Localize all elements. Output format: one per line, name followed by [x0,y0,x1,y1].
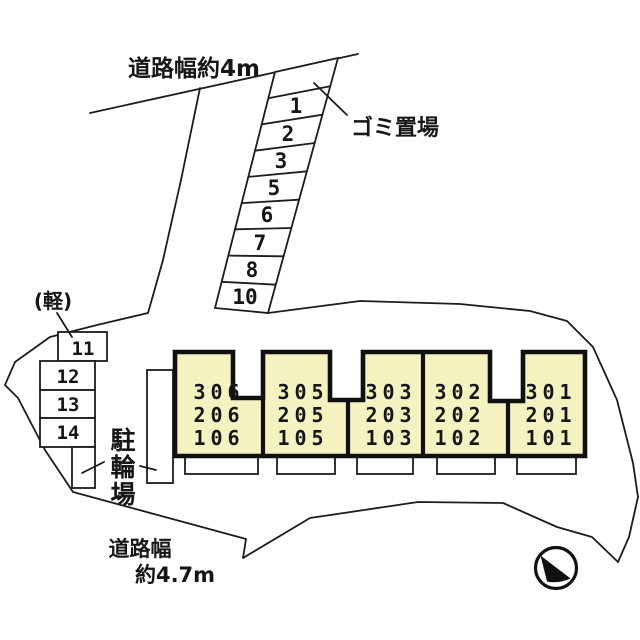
strip-space-number-1: 1 [290,94,303,118]
svg-text:205: 205 [277,403,328,427]
building-unit-walls [260,352,511,456]
bicycle-label-char-2: 輪 [110,453,136,482]
svg-text:103: 103 [365,426,416,450]
space-number-14: 14 [57,422,80,444]
svg-text:101: 101 [525,426,576,450]
svg-text:306: 306 [193,380,244,404]
parking-space-11 [57,331,108,362]
svg-text:305: 305 [277,380,328,404]
strip-space-number-10: 10 [232,285,257,309]
side-parking-area: 11 12 13 14 (軽) 駐 輪 場 [34,289,174,509]
bicycle-parking-label: 駐 輪 場 [110,426,136,509]
parking-strip-dividers [220,85,332,286]
bicycle-pointer-line-right [139,465,157,471]
site-boundary-lines [4,53,639,563]
svg-text:106: 106 [193,426,244,450]
strip-space-number-5: 5 [268,176,281,200]
parking-space-13 [39,389,96,419]
svg-text:301: 301 [525,380,576,404]
road-top-label: 道路幅約4m [128,55,260,82]
kei-pointer-line [56,312,73,338]
building: 306 206 106 305 205 105 303 203 103 302 … [172,349,588,475]
svg-text:201: 201 [525,403,576,427]
space-number-13: 13 [57,394,80,416]
svg-text:206: 206 [193,403,244,427]
driveway-left-line [147,87,201,314]
bicycle-parking-tall [146,369,174,484]
parking-space-14 [39,417,96,448]
svg-text:105: 105 [277,426,328,450]
svg-text:302: 302 [434,380,485,404]
road-bottom-label: 道路幅 約4.7m [109,537,216,587]
strip-space-number-3: 3 [275,149,288,173]
svg-text:202: 202 [434,403,485,427]
strip-space-number-6: 6 [261,203,274,227]
building-outline [172,349,588,459]
svg-text:303: 303 [365,380,416,404]
unit-301-label: 301 201 101 [525,380,576,450]
svg-text:102: 102 [434,426,485,450]
unit-305-label: 305 205 105 [277,380,328,450]
kei-label: (軽) [34,289,72,313]
boundary-left-bottom-line [4,312,619,563]
side-parking-numbers: 11 12 13 14 [57,338,95,444]
parking-strip: 1 2 3 5 6 7 8 10 [213,56,340,314]
building-unit-labels: 306 206 106 305 205 105 303 203 103 302 … [193,380,576,450]
parking-strip-numbers: 1 2 3 5 6 7 8 10 [232,94,302,309]
space-number-12: 12 [57,366,80,388]
strip-space-number-2: 2 [282,122,295,146]
bicycle-label-char-1: 駐 [110,426,135,455]
unit-303-label: 303 203 103 [365,380,416,450]
garbage-pointer-line [313,82,348,116]
bicycle-pointer-line-left [81,461,105,474]
road-bottom-label-line1: 道路幅 [109,537,172,561]
garbage-area-label: ゴミ置場 [351,115,439,141]
svg-text:203: 203 [365,403,416,427]
strip-space-number-7: 7 [254,231,267,255]
space-number-11: 11 [72,338,95,360]
boundary-right-line [267,300,639,563]
north-arrow-icon [533,545,579,591]
strip-space-number-8: 8 [246,258,259,282]
unit-302-label: 302 202 102 [434,380,485,450]
road-bottom-label-line2: 約4.7m [135,563,215,587]
bicycle-label-char-3: 場 [110,480,135,509]
unit-306-label: 306 206 106 [193,380,244,450]
